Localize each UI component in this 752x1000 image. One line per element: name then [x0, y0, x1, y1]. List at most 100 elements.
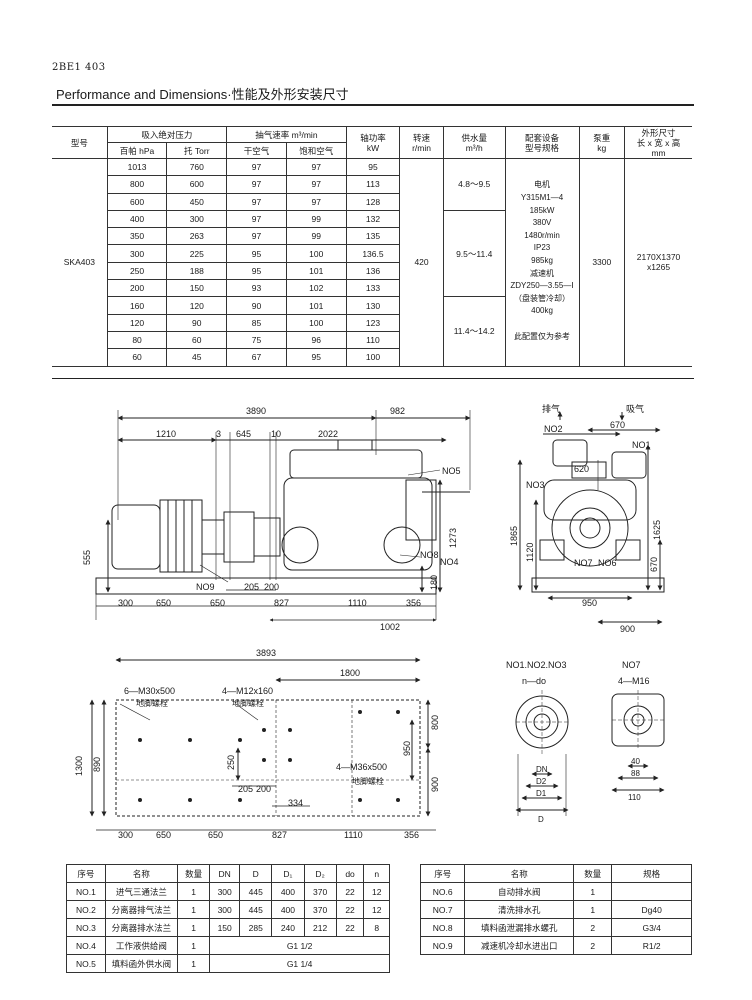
dim-200: 200 — [264, 582, 279, 592]
th-part: do — [335, 864, 365, 883]
plan-dim-356: 356 — [404, 830, 419, 840]
dim-900-plan: 900 — [430, 777, 440, 792]
cell-weight: 3300 — [578, 158, 626, 367]
dim-670-side: 670 — [649, 557, 659, 572]
page-title: Performance and Dimensions·性能及外形安装尺寸 — [56, 87, 349, 102]
dim-950: 950 — [582, 598, 597, 608]
table-cell: NO.7 — [419, 900, 466, 919]
th-part: 数量 — [573, 864, 613, 883]
table-cell: G1 1/4 — [209, 954, 390, 973]
table-cell: 12 — [363, 882, 390, 901]
table-cell: 进气三通法兰 — [104, 882, 178, 901]
label-no5: NO5 — [442, 466, 461, 476]
dim-10: 10 — [271, 429, 281, 439]
label-no9: NO9 — [196, 582, 215, 592]
table-cell: 1 — [176, 882, 211, 901]
cell-speed: 420 — [399, 158, 444, 367]
table-cell: NO.4 — [66, 936, 106, 955]
table-cell: 1 — [176, 918, 211, 937]
label-exhaust: 排气 — [542, 403, 560, 414]
table-cell: 填料函外供水阀 — [104, 954, 178, 973]
table-cell: 1 — [176, 900, 211, 919]
label-m36: 4—M36x500 — [336, 762, 387, 772]
table-cell: 22 — [335, 882, 365, 901]
label-m12: 4—M12x160 — [222, 686, 273, 696]
th-part: D₁ — [271, 864, 305, 883]
table-cell: 分离器排气法兰 — [104, 900, 178, 919]
flange-d2: D2 — [536, 777, 547, 786]
th-equipment: 配套设备型号规格 — [504, 126, 580, 159]
table-cell: Dg40 — [611, 900, 692, 919]
table-cell: NO.6 — [419, 882, 466, 901]
no7-detail — [611, 690, 665, 793]
table-cell: 8 — [363, 918, 390, 937]
dim-1625: 1625 — [652, 520, 662, 540]
side-view — [517, 411, 665, 625]
dim-900: 900 — [620, 624, 635, 634]
label-no3: NO3 — [526, 480, 545, 490]
flange-sub: n—do — [522, 676, 546, 686]
equipment-line: 电机 — [534, 180, 551, 190]
table-cell: G3/4 — [611, 918, 692, 937]
dim-1120: 1120 — [525, 543, 535, 562]
table-cell: 285 — [239, 918, 273, 937]
dim-3: 3 — [216, 429, 221, 439]
equipment-line: 985kg — [531, 255, 553, 265]
table-cell: 清洗排水孔 — [464, 900, 575, 919]
section-divider — [52, 378, 694, 379]
dim-555: 555 — [82, 550, 92, 565]
label-no2: NO2 — [544, 424, 563, 434]
table-cell: 1 — [176, 936, 211, 955]
table-cell: 12 — [363, 900, 390, 919]
table-cell: 填料函泄漏排水螺孔 — [464, 918, 575, 937]
label-suction: 吸气 — [626, 403, 644, 414]
th-part: D — [239, 864, 273, 883]
plan-dim-650-b: 650 — [208, 830, 223, 840]
dim-250: 250 — [226, 755, 236, 770]
plan-holes — [138, 710, 400, 802]
cell-model: SKA403 — [52, 158, 108, 367]
dim-890: 890 — [92, 757, 102, 772]
table-cell: 212 — [303, 918, 337, 937]
table-cell: 150 — [209, 918, 241, 937]
flange-d1: D1 — [536, 789, 547, 798]
table-cell: 减速机冷却水进出口 — [464, 936, 575, 955]
table-cell: NO.9 — [419, 936, 466, 955]
th-part: 序号 — [419, 864, 466, 883]
cell-water-1: 4.8～9.5 — [442, 158, 506, 211]
th-part: 名称 — [464, 864, 575, 883]
label-m12-sub: 地脚螺栓 — [232, 698, 264, 708]
dim-950-plan: 950 — [402, 741, 412, 756]
label-m36-sub: 地脚螺栓 — [352, 776, 384, 786]
dim-1110: 1110 — [348, 598, 367, 608]
plan-dim-1110: 1110 — [344, 830, 363, 840]
th-part: 数量 — [176, 864, 211, 883]
label-no1: NO1 — [632, 440, 651, 450]
label-no8: NO8 — [420, 550, 439, 560]
table-cell: 1 — [573, 882, 613, 901]
dim-200-plan: 200 — [256, 784, 271, 794]
drawing-labels: 3890 982 1210 3 645 10 2022 NO5 NO8 NO4 … — [74, 403, 662, 840]
equipment-line: 185kW — [529, 205, 555, 215]
no7-title: NO7 — [622, 660, 641, 670]
plan-dim-827: 827 — [272, 830, 287, 840]
equipment-line: 减速机 — [530, 268, 555, 278]
dim-300: 300 — [118, 598, 133, 608]
label-m30-sub: 地脚螺栓 — [136, 698, 168, 708]
th-model: 型号 — [52, 126, 108, 159]
dim-2022: 2022 — [318, 429, 338, 439]
label-m30: 6—M30x500 — [124, 686, 175, 696]
